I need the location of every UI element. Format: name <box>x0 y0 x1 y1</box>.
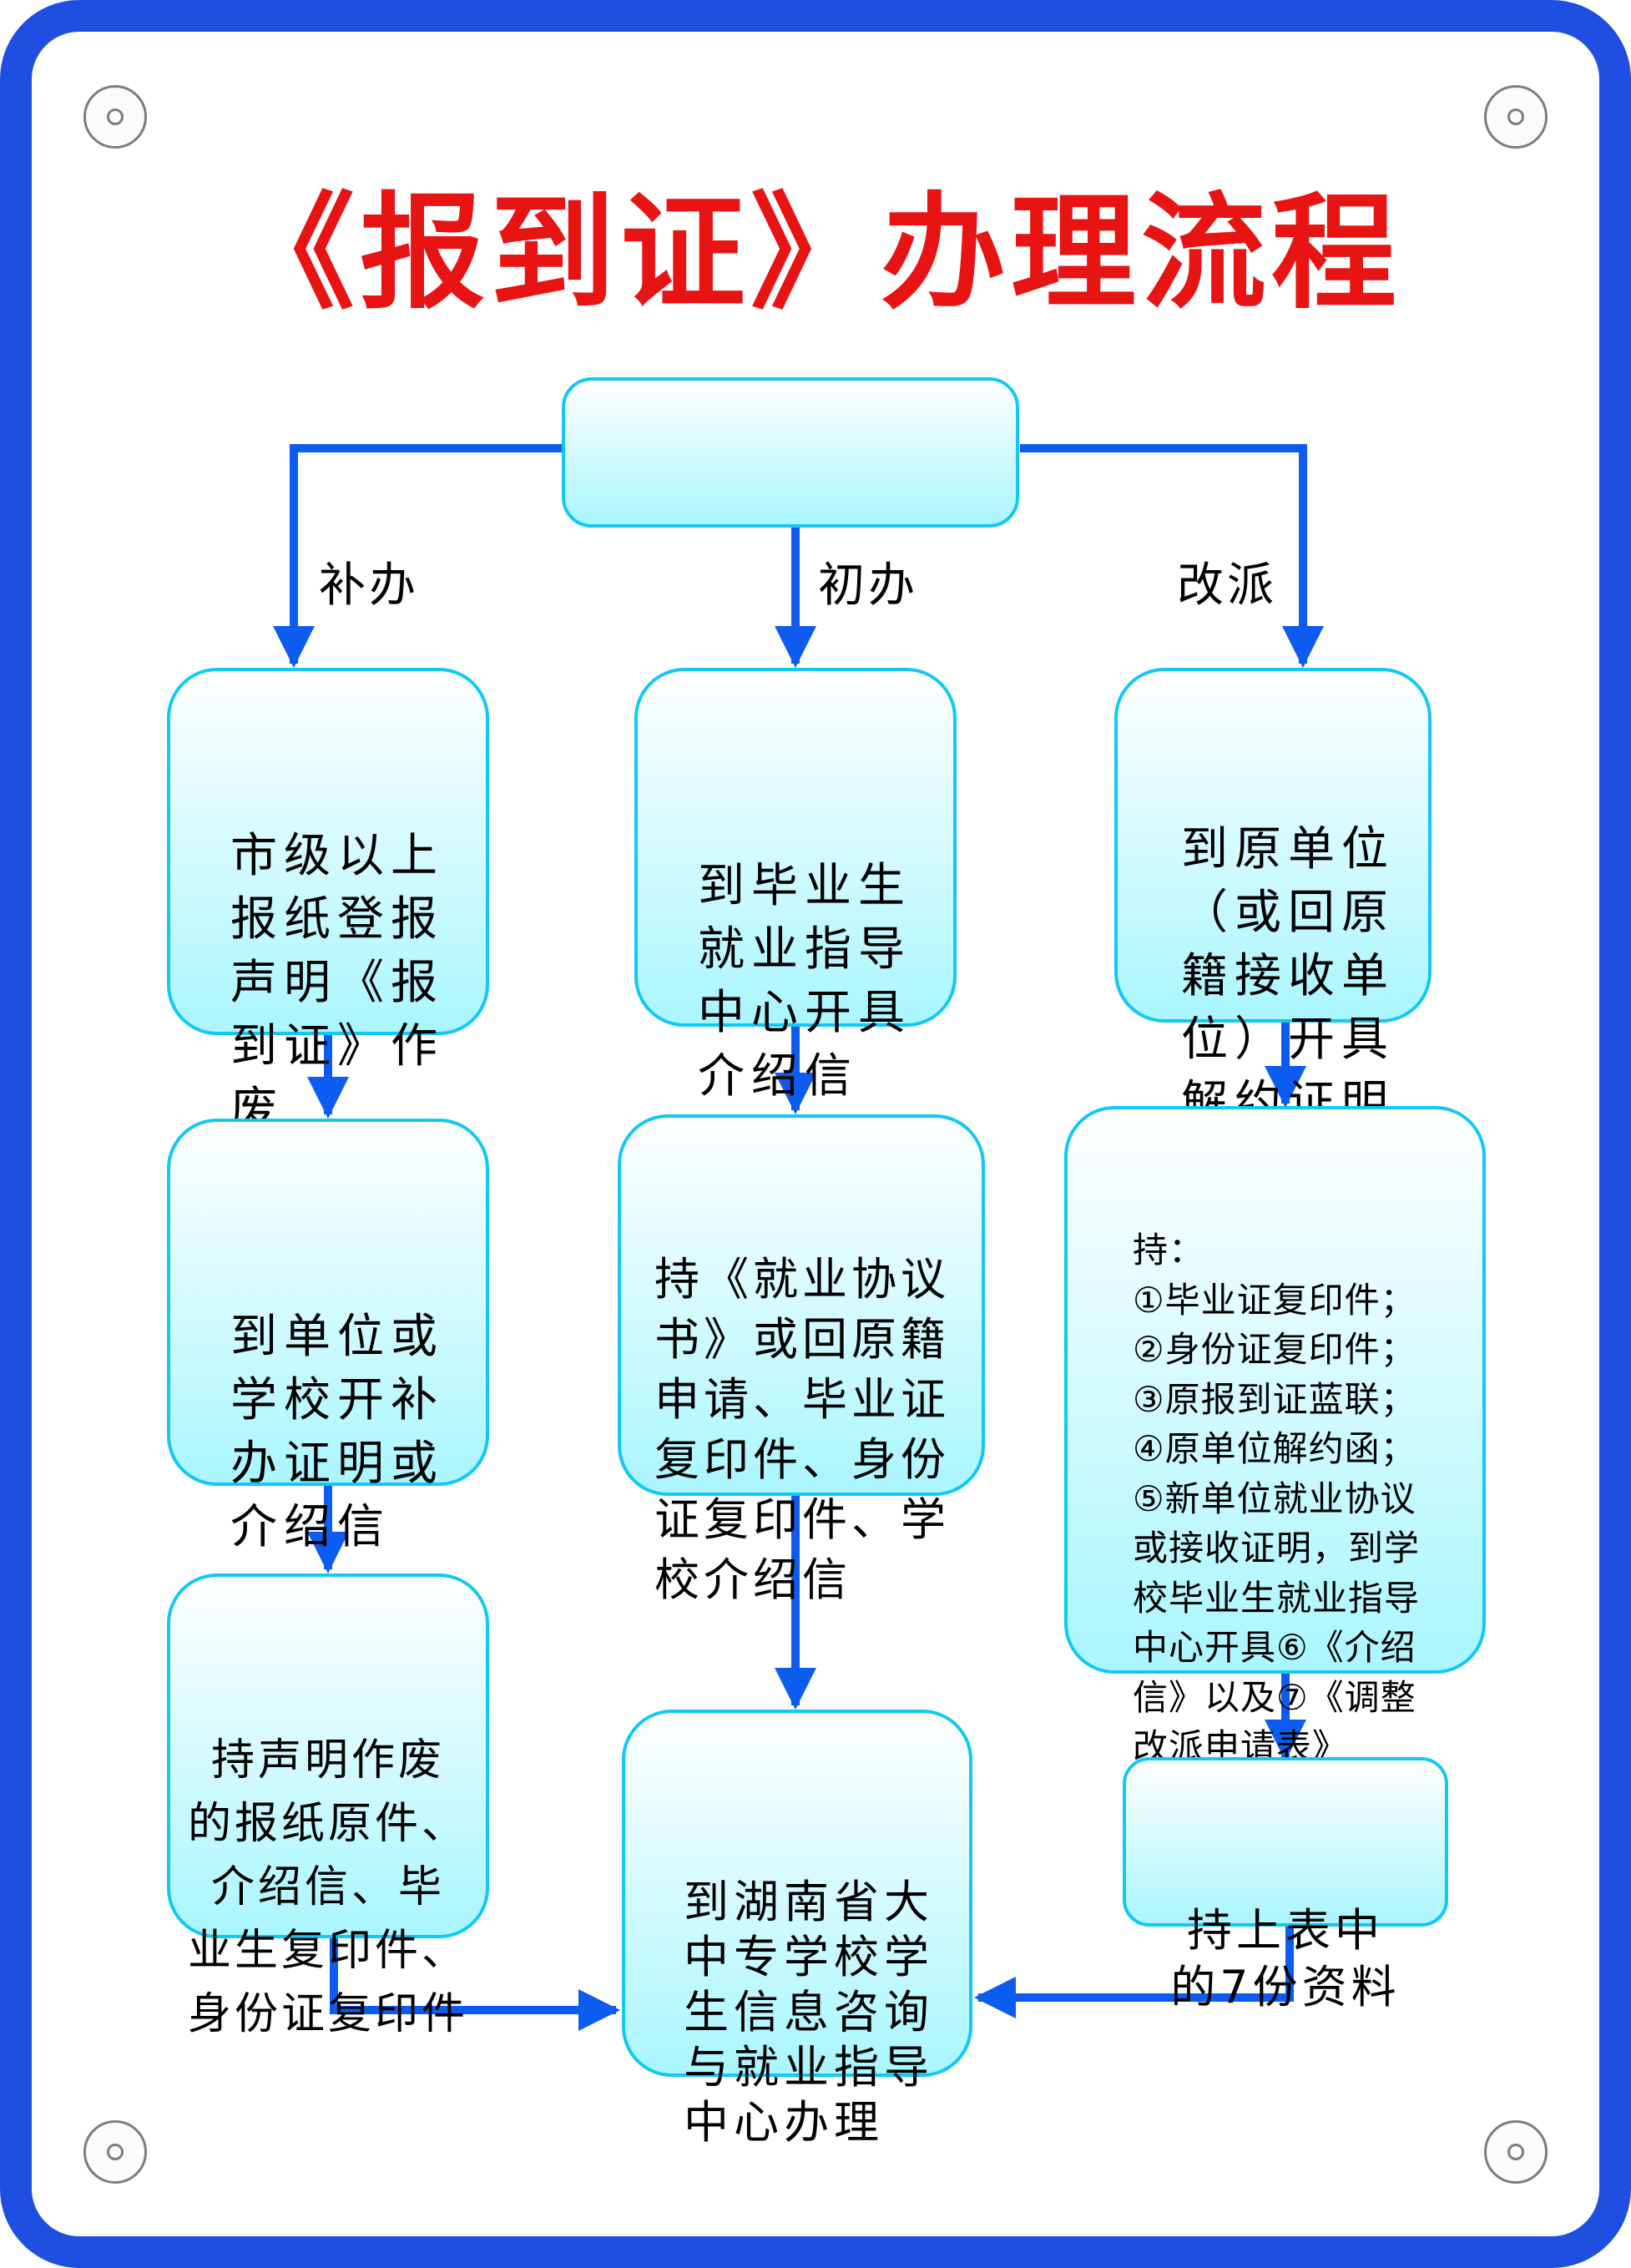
right-step-1: 到原单位 （或回原 籍接收单 位）开具 解约证明 <box>1114 668 1432 1130</box>
middle-step-1: 到毕业生 就业指导 中心开具 介绍信 <box>634 668 957 1104</box>
arrow-start-to-right <box>1020 444 1324 668</box>
branch-label-right: 改派 <box>1177 558 1277 613</box>
left-step-2: 到单位或 学校开补 办证明或 介绍信 <box>167 1119 489 1554</box>
arrow-left3-to-end <box>330 1938 620 2031</box>
end-node-text: 到湖南省大 中专学校学 生信息咨询 与就业指导 中心办理 <box>684 1876 934 2149</box>
left-step-1: 市级以上 报纸登报 声明《报 到证》作 废 <box>167 668 489 1137</box>
arrow-right3-to-end <box>974 1927 1294 2018</box>
right-step-3-text: 持上表中 的7份资料 <box>1170 1904 1401 2013</box>
end-node: 到湖南省大 中专学校学 生信息咨询 与就业指导 中心办理 <box>622 1710 972 2149</box>
middle-step-2: 持《就业协议 书》或回原籍 申请、毕业证 复印件、身份 证复印件、学 校介绍信 <box>618 1114 985 1606</box>
left-step-2-text: 到单位或 学校开补 办证明或 介绍信 <box>230 1310 444 1554</box>
left-step-1-text: 市级以上 报纸登报 声明《报 到证》作 废 <box>230 829 444 1137</box>
right-step-2: 持： ①毕业证复印件； ②身份证复印件； ③原报到证蓝联； ④原单位解约函； ⑤… <box>1064 1106 1486 1767</box>
right-step-3: 持上表中 的7份资料 <box>1123 1757 1448 2013</box>
screw-icon <box>1484 85 1548 149</box>
middle-step-2-text: 持《就业协议 书》或回原籍 申请、毕业证 复印件、身份 证复印件、学 校介绍信 <box>654 1253 950 1606</box>
left-step-3: 持声明作废 的报纸原件、 介绍信、毕 业生复印件、 身份证复印件 <box>167 1573 489 2039</box>
screw-icon <box>83 85 147 149</box>
start-node: 毕业生 <box>562 377 1019 780</box>
branch-label-left: 补办 <box>319 558 419 613</box>
middle-step-1-text: 到毕业生 就业指导 中心开具 介绍信 <box>698 859 911 1104</box>
right-step-2-text: 持： ①毕业证复印件； ②身份证复印件； ③原报到证蓝联； ④原单位解约函； ⑤… <box>1133 1230 1421 1767</box>
diagram-title: 《报到证》办理流程 <box>229 179 1401 326</box>
screw-icon <box>1484 2120 1548 2184</box>
branch-label-middle: 初办 <box>818 558 918 613</box>
arrow-start-to-left <box>273 444 562 668</box>
left-step-3-text: 持声明作废 的报纸原件、 介绍信、毕 业生复印件、 身份证复印件 <box>187 1735 468 2039</box>
right-step-1-text: 到原单位 （或回原 籍接收单 位）开具 解约证明 <box>1181 822 1395 1130</box>
screw-icon <box>83 2120 147 2184</box>
